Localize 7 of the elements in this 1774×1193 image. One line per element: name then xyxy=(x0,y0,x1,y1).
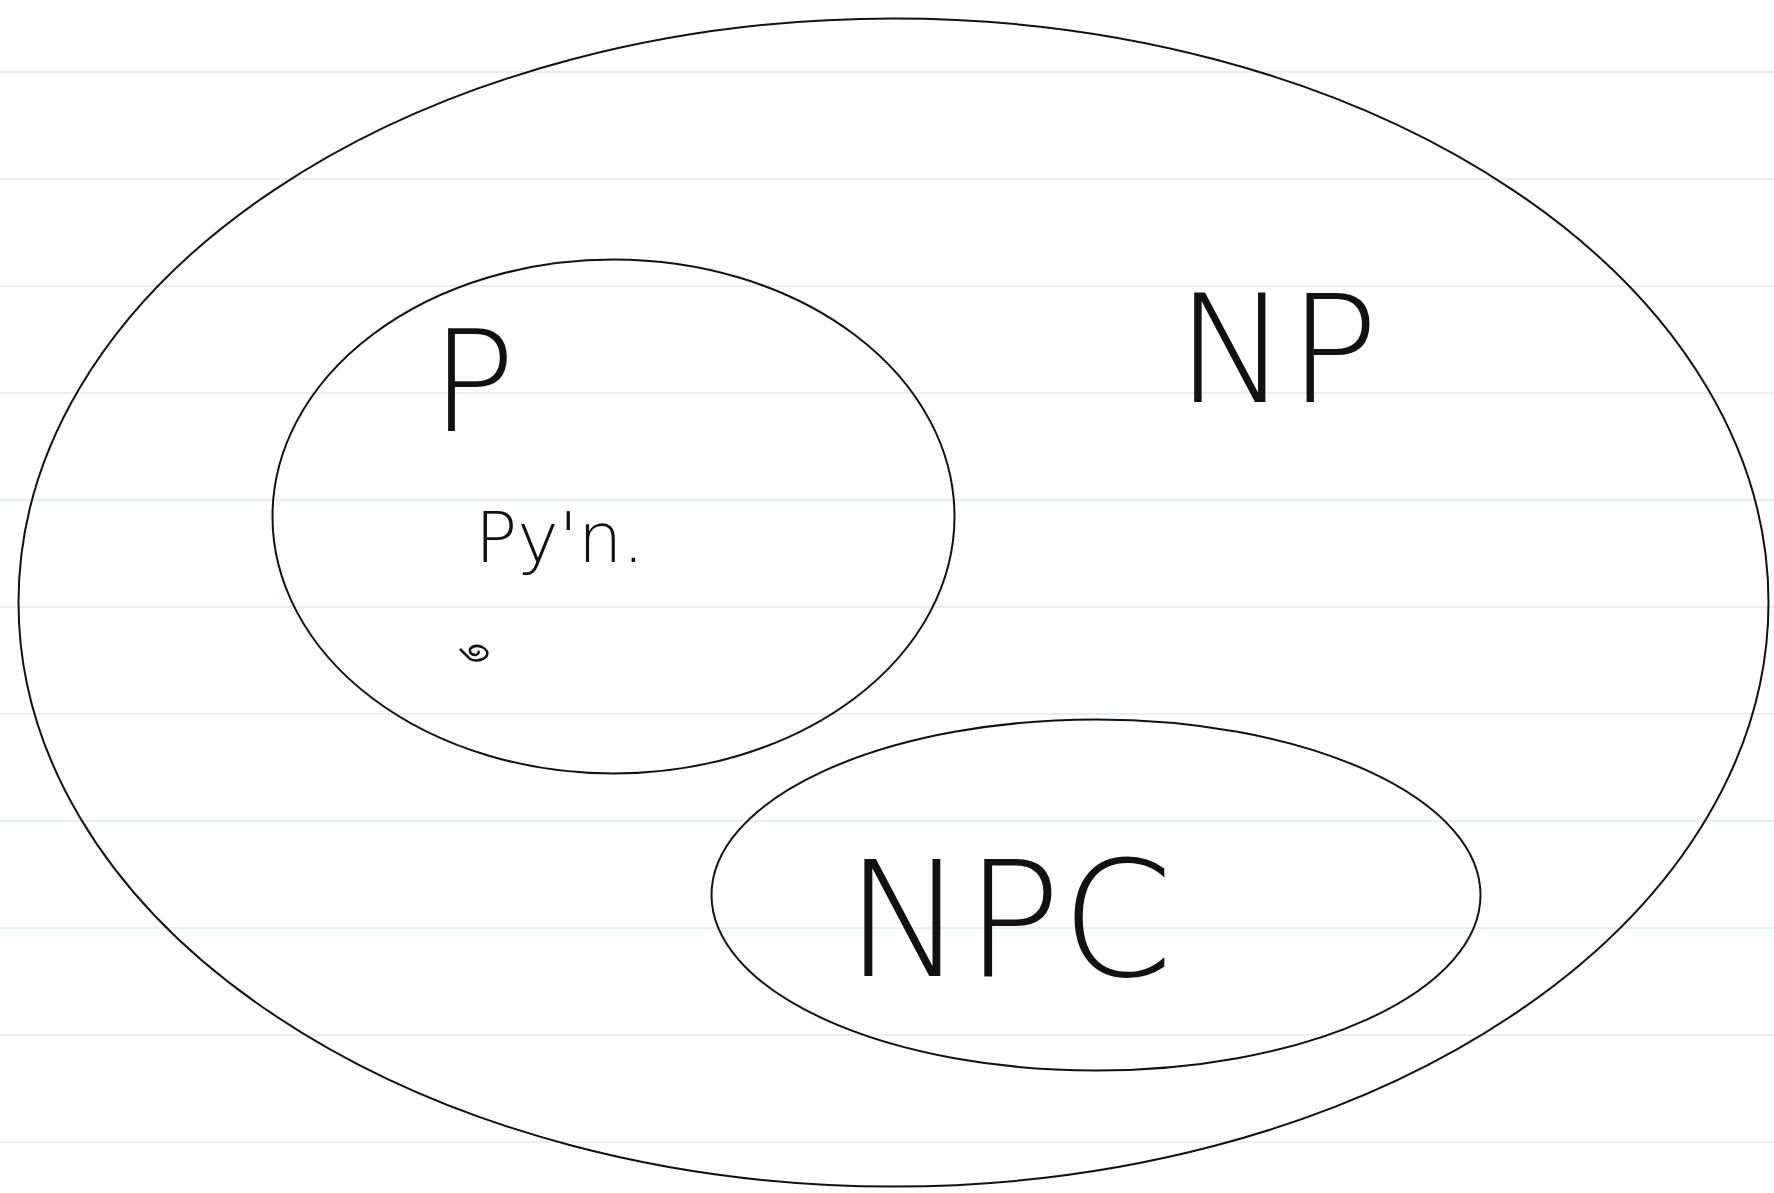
set-label: NP xyxy=(1176,275,1379,425)
set-ellipse xyxy=(17,17,1770,1188)
set-label: P xyxy=(431,313,516,453)
set-description: Py'n. xyxy=(475,503,645,573)
set-ellipse xyxy=(710,718,1482,1072)
set-label: NPC xyxy=(845,841,1173,1001)
set-ellipse xyxy=(271,258,956,775)
